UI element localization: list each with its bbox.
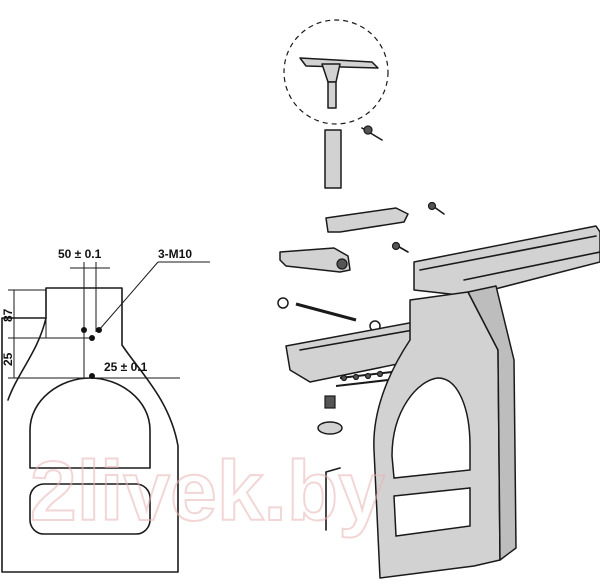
bolt-line-2 [335, 379, 389, 387]
hardware-nut [324, 395, 336, 409]
bolt-head-1 [340, 374, 348, 382]
dim-25-offset-label: 25 ± 0.1 [104, 360, 148, 374]
right-leg-arch [391, 377, 471, 479]
dim-25-label: 25 [1, 352, 15, 366]
leg-left-edge [7, 317, 47, 401]
watermark-text: 2livek.by [30, 444, 385, 538]
right-leg-casting [373, 285, 517, 579]
allen-key [325, 467, 341, 531]
right-leg-side [467, 285, 517, 561]
detail-circle [283, 19, 389, 125]
tool-rest-post-top [327, 81, 337, 109]
banjo-base-nut [336, 258, 348, 270]
banjo-lever-knob [427, 201, 437, 211]
base-lever-knob [391, 241, 401, 251]
right-leg-window [393, 487, 471, 537]
dim-50-label: 50 ± 0.1 [58, 247, 102, 261]
bolt-head-2 [352, 373, 360, 381]
bolt-head-4 [376, 370, 384, 378]
tool-rest-bar [299, 57, 379, 69]
bolt-head-3 [364, 372, 372, 380]
banjo-arm [325, 207, 409, 233]
tool-rest-neck [321, 63, 341, 83]
dim-87-label: 87 [1, 308, 15, 322]
leg-lower-window [29, 483, 151, 535]
hardware-washer [317, 421, 343, 435]
hole-1 [81, 327, 87, 333]
hole-2 [96, 327, 102, 333]
tool-rest-post [324, 129, 342, 189]
leader-3m10 [98, 261, 159, 331]
bed-rail-groove [419, 235, 597, 271]
bed-rail-ledge [463, 251, 600, 281]
banjo-base [279, 247, 351, 273]
tie-rod [295, 302, 357, 322]
dimension-lines [8, 261, 210, 379]
dim-3m10-label: 3-M10 [158, 247, 192, 261]
rod-washer-left [277, 297, 289, 309]
bolt-set [335, 370, 393, 387]
detail-dashed-circle [283, 19, 389, 125]
hole-4 [89, 373, 95, 379]
leg-outer-outline [1, 287, 179, 573]
hole-3 [89, 335, 95, 341]
bed-rail [413, 225, 600, 297]
post-clamp-knob [363, 125, 373, 135]
